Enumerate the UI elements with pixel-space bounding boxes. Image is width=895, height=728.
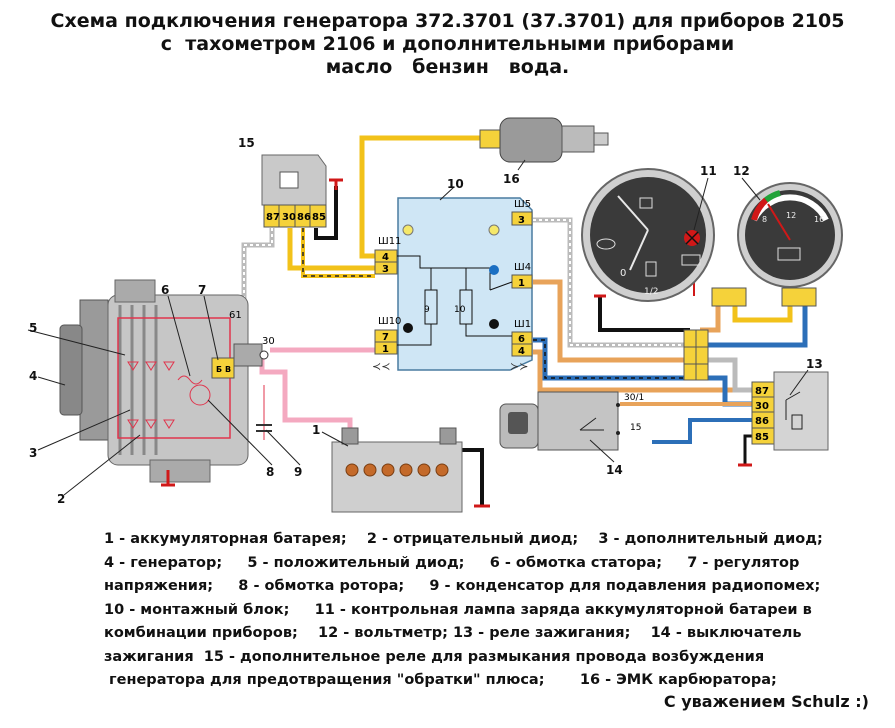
generator-terminal-61: 61 bbox=[229, 310, 242, 321]
callout-16: 16 bbox=[503, 172, 520, 186]
callout-4: 4 bbox=[29, 369, 37, 383]
ground-arrow-right: ≻≻ bbox=[510, 360, 528, 373]
callout-5: 5 bbox=[29, 321, 37, 335]
callout-10: 10 bbox=[447, 177, 464, 191]
legend-line-1: 1 - аккумуляторная батарея; 2 - отрицате… bbox=[104, 531, 823, 547]
block-pin-left-7: 7 bbox=[382, 332, 389, 343]
relay-15 bbox=[261, 154, 327, 228]
title-line-3: масло бензин вода. bbox=[325, 56, 570, 78]
wire-yellow-relay-to-block bbox=[287, 228, 375, 271]
callout-3: 3 bbox=[29, 446, 37, 460]
callout-6: 6 bbox=[161, 283, 169, 297]
connector-sh10: Ш10 bbox=[378, 316, 401, 327]
callout-1: 1 bbox=[312, 423, 320, 437]
callout-leaders bbox=[27, 159, 809, 496]
regulator-terminal-v: В bbox=[225, 365, 231, 374]
relay15-pin-87: 87 bbox=[266, 212, 280, 223]
legend-line-3: напряжения; 8 - обмотка ротора; 9 - конд… bbox=[104, 578, 821, 594]
relay13-pin-86: 86 bbox=[755, 416, 769, 427]
voltage-regulator-block bbox=[211, 357, 235, 379]
regulator-terminal-b: Б bbox=[216, 365, 222, 374]
relay15-pin-85: 85 bbox=[312, 212, 326, 223]
legend-line-2: 4 - генератор; 5 - положительный диод; 6… bbox=[104, 554, 800, 571]
legend: 1 - аккумуляторная батарея; 2 - отрицате… bbox=[104, 528, 864, 693]
title-line-2: с тахометром 2106 и дополнительными приб… bbox=[160, 33, 735, 55]
block-pin-right-3: 3 bbox=[518, 215, 525, 226]
block-fuse-10: 10 bbox=[454, 305, 466, 315]
callout-2: 2 bbox=[57, 492, 65, 506]
wire-blue-ignition-15 bbox=[652, 418, 752, 444]
block-fuse-9: 9 bbox=[424, 305, 430, 315]
connector-sh1: Ш1 bbox=[514, 319, 531, 330]
battery bbox=[331, 427, 463, 513]
block-pin-left-4: 4 bbox=[382, 252, 389, 263]
block-pin-right-4: 4 bbox=[518, 346, 525, 357]
fuel-scale-half: 1/2 bbox=[644, 287, 658, 297]
legend-line-4: 10 - монтажный блок; 11 - контрольная ла… bbox=[104, 601, 812, 618]
relay15-pin-86: 86 bbox=[297, 212, 311, 223]
ignition-terminal-15: 15 bbox=[630, 423, 641, 433]
legend-line-6: зажигания 15 - дополнительное реле для р… bbox=[104, 648, 765, 665]
title-line-1: Схема подключения генератора 372.3701 (3… bbox=[50, 10, 845, 32]
wire-pink-battery bbox=[259, 356, 353, 445]
callout-11: 11 bbox=[700, 164, 717, 178]
connector-sh5: Ш5 bbox=[514, 199, 531, 210]
voltmeter-12 bbox=[737, 182, 843, 307]
fuel-scale-zero: 0 bbox=[620, 268, 626, 279]
block-pin-left-1: 1 bbox=[382, 344, 389, 355]
connector-sh11: Ш11 bbox=[378, 236, 401, 247]
callout-8: 8 bbox=[266, 465, 274, 479]
voltmeter-tick-8: 8 bbox=[762, 215, 767, 224]
wire-black-ground bbox=[314, 186, 338, 240]
ground-arrow-left: ≺≺ bbox=[372, 360, 390, 373]
ignition-terminal-30-1: 30/1 bbox=[624, 393, 644, 403]
voltmeter-tick-16: 16 bbox=[814, 215, 824, 224]
relay13-pin-85: 85 bbox=[755, 432, 769, 443]
ignition-relay-13 bbox=[751, 371, 829, 451]
voltmeter-tick-12: 12 bbox=[786, 211, 796, 220]
mounting-block bbox=[374, 197, 533, 371]
ignition-switch bbox=[499, 391, 620, 451]
connector-sh4: Ш4 bbox=[514, 262, 531, 273]
instrument-gauge-11 bbox=[581, 168, 747, 307]
block-pin-right-1: 1 bbox=[518, 278, 525, 289]
diagram-title: Схема подключения генератора 372.3701 (3… bbox=[0, 10, 895, 79]
legend-line-7: генератора для предотвращения "обратки" … bbox=[104, 672, 777, 688]
callout-9: 9 bbox=[294, 465, 302, 479]
author-signature: С уважением Schulz :) bbox=[663, 692, 869, 711]
carburetor-solenoid bbox=[479, 117, 609, 163]
relay13-pin-30: 30 bbox=[755, 401, 769, 412]
callout-15: 15 bbox=[238, 136, 255, 150]
relay15-pin-30: 30 bbox=[282, 212, 296, 223]
block-pin-right-6: 6 bbox=[518, 334, 525, 345]
callout-7: 7 bbox=[198, 283, 206, 297]
wire-battery-ground bbox=[458, 448, 484, 506]
legend-line-5: комбинации приборов; 12 - вольтметр; 13 … bbox=[104, 625, 802, 641]
wire-yellow-to-solenoid bbox=[359, 135, 482, 259]
callout-13: 13 bbox=[806, 357, 823, 371]
callout-12: 12 bbox=[733, 164, 750, 178]
generator-terminal-30: 30 bbox=[262, 336, 275, 347]
block-pin-left-3: 3 bbox=[382, 264, 389, 275]
relay13-pin-87: 87 bbox=[755, 386, 769, 397]
wire-orange-sh4 bbox=[533, 279, 692, 363]
harness-connector bbox=[683, 329, 709, 381]
callout-14: 14 bbox=[606, 463, 623, 477]
